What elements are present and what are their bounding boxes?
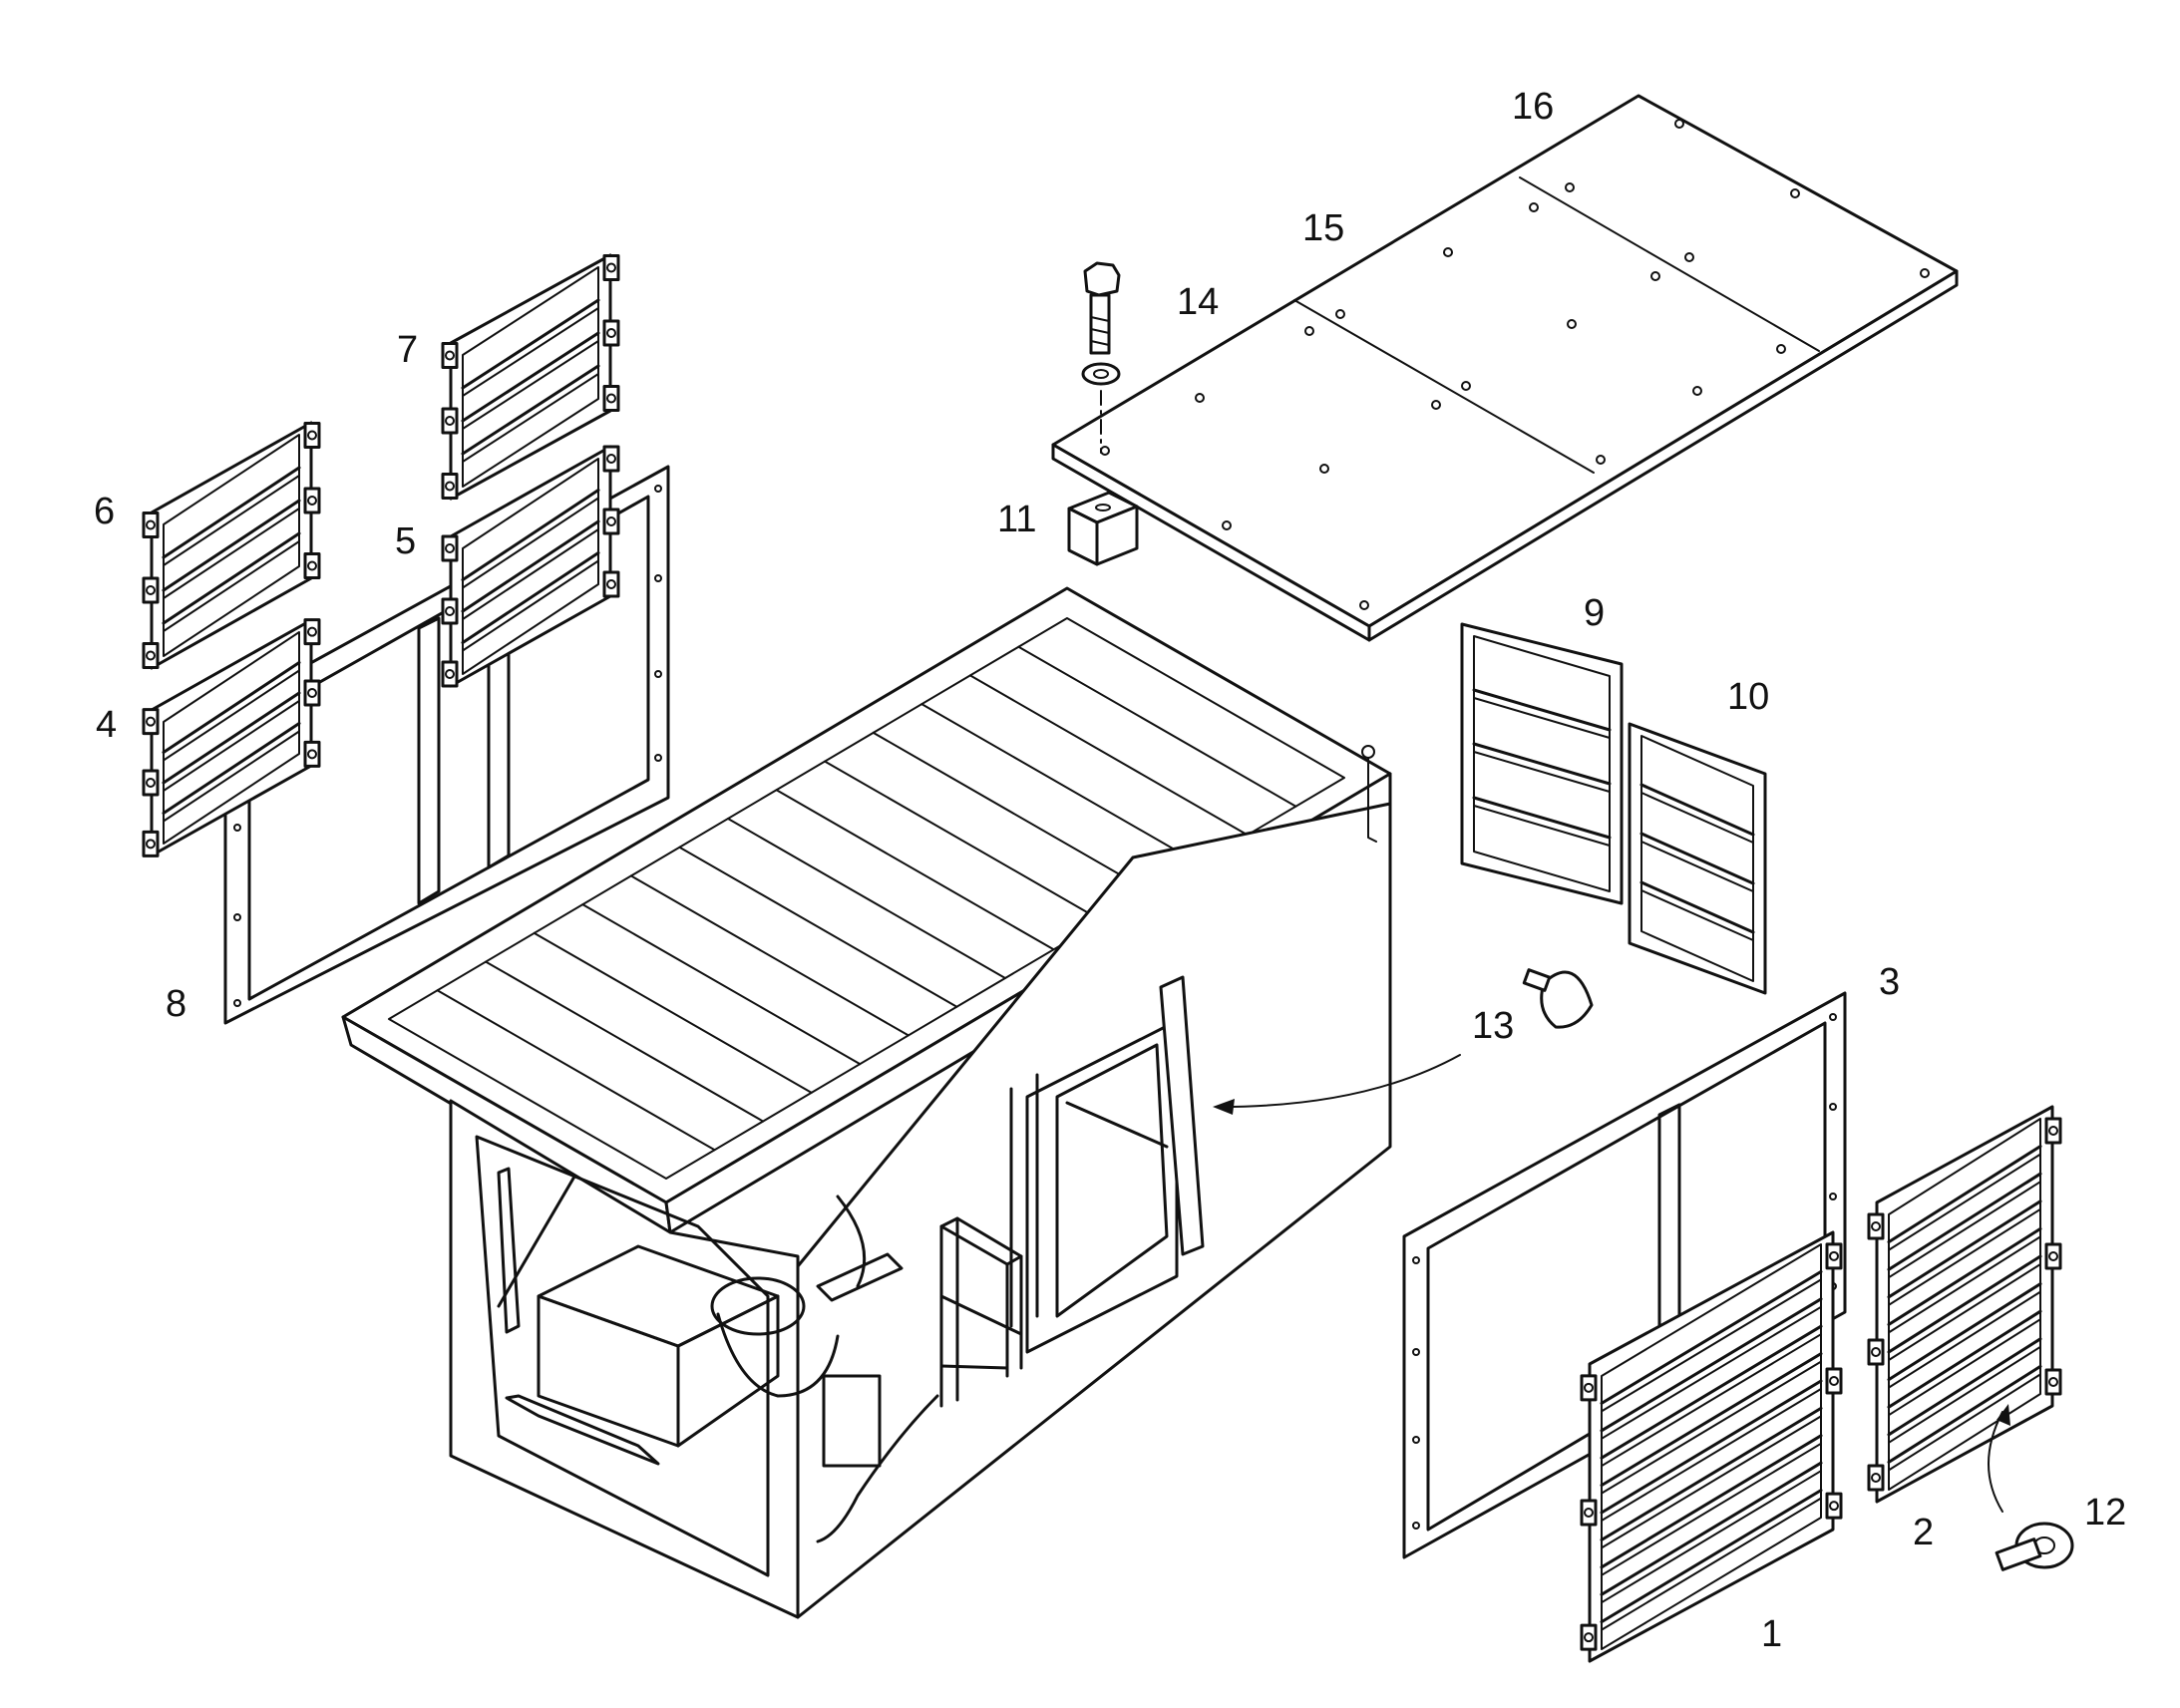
louver-part-1 <box>1580 1230 1843 1663</box>
roof-slat <box>968 674 1249 837</box>
leader-lines <box>1213 1054 2010 1513</box>
cabin-body <box>341 586 1392 1619</box>
roof-slat <box>533 931 813 1094</box>
callout-8: 8 <box>166 983 187 1025</box>
callout-10: 10 <box>1727 676 1770 718</box>
louver-part-10 <box>1628 722 1767 995</box>
roof-plate-part-16 <box>1051 94 1959 642</box>
roof-slat <box>1017 645 1297 808</box>
louver-part-5 <box>441 445 620 688</box>
roof-slat <box>581 903 862 1066</box>
louver-part-9 <box>1460 622 1624 905</box>
louver-part-7 <box>441 253 620 501</box>
roof-slat <box>678 846 958 1008</box>
callout-12: 12 <box>2084 1492 2127 1534</box>
callout-6: 6 <box>94 491 116 532</box>
callout-13: 13 <box>1472 1005 1515 1047</box>
bolt-and-washer-part-14 <box>1081 261 1121 454</box>
block-part-11 <box>1067 491 1139 566</box>
callout-7: 7 <box>397 329 419 371</box>
callout-15: 15 <box>1302 207 1345 249</box>
roof-slat <box>485 960 765 1123</box>
callout-1: 1 <box>1761 1613 1783 1655</box>
callout-16: 16 <box>1512 86 1555 128</box>
callout-11: 11 <box>997 499 1037 540</box>
callout-14: 14 <box>1177 281 1220 323</box>
roof-slat <box>920 703 1201 865</box>
roof-slat <box>775 789 1055 951</box>
callout-2: 2 <box>1913 1512 1935 1553</box>
louver-part-2 <box>1867 1105 2062 1504</box>
roof-slat <box>872 731 1152 893</box>
roof-slats <box>436 645 1297 1152</box>
louver-part-4 <box>142 618 321 857</box>
roof-slat <box>629 874 909 1037</box>
louver-part-6 <box>142 421 321 670</box>
louver-panels <box>142 253 2062 1663</box>
roof-slat <box>824 760 1104 922</box>
callout-3: 3 <box>1879 961 1901 1003</box>
callout-5: 5 <box>395 520 417 562</box>
knob-part-13 <box>1522 968 1594 1029</box>
roof-slat <box>436 989 716 1152</box>
callout-4: 4 <box>96 704 118 746</box>
knob-part-12 <box>1995 1522 2074 1571</box>
roof-slat <box>727 818 1006 979</box>
callout-9: 9 <box>1584 592 1606 634</box>
